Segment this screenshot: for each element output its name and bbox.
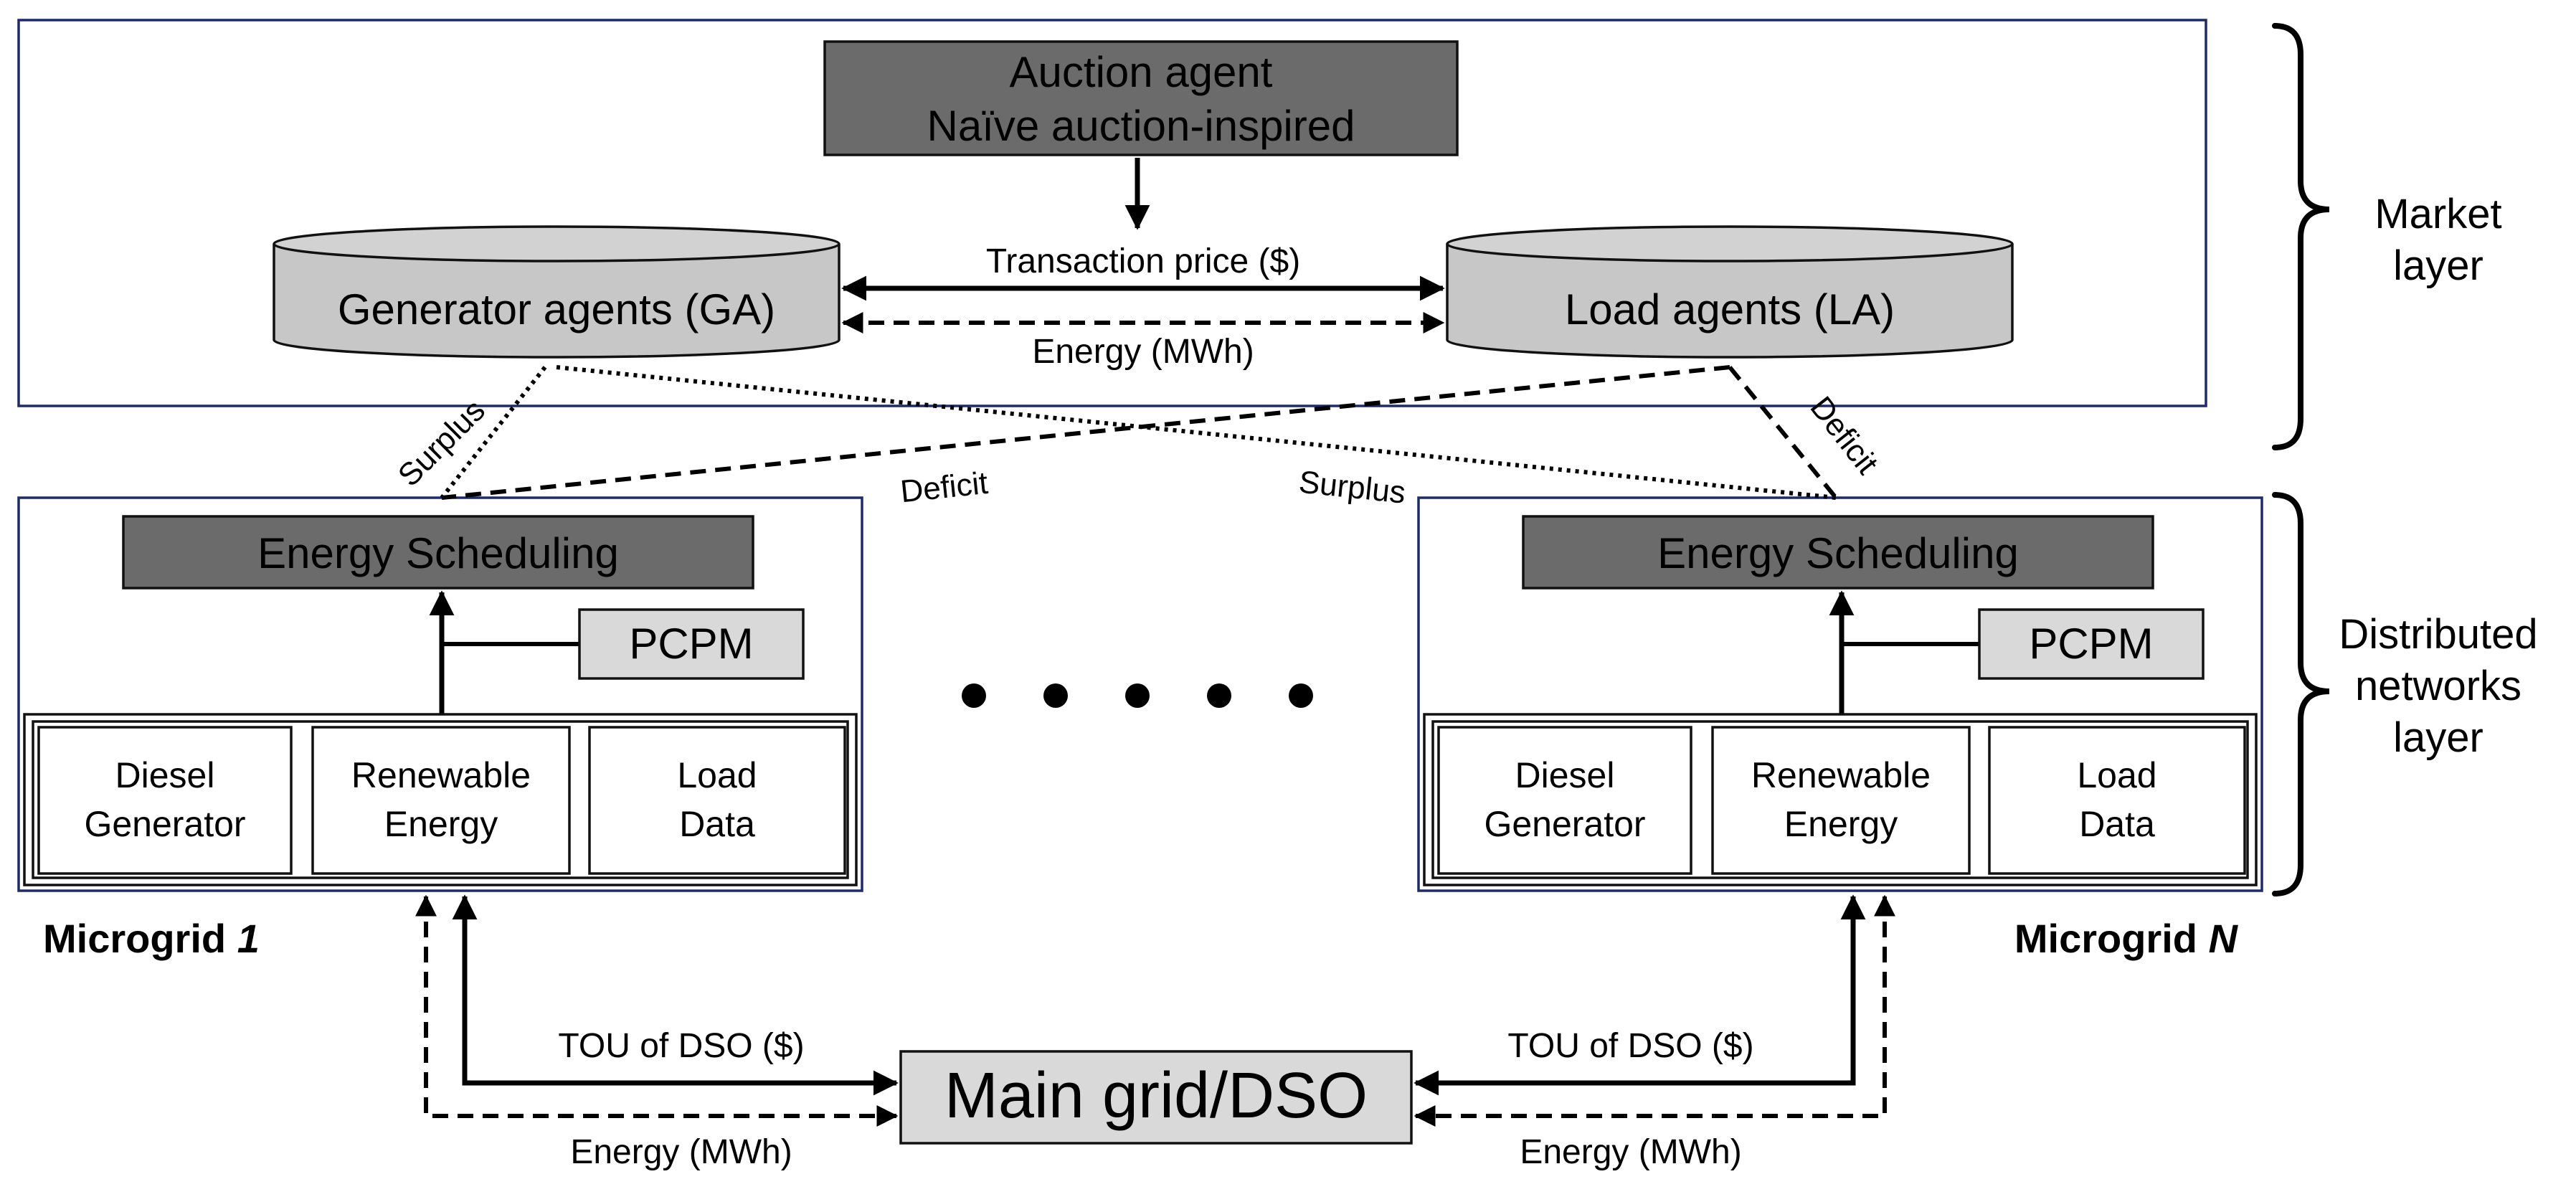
auction-agent-title: Auction agent (1010, 48, 1273, 96)
distributed-layer-label-line2: networks (2355, 663, 2521, 709)
market-layer-brace (2272, 23, 2330, 450)
module-diesel-generator-line1: Diesel (115, 755, 215, 795)
microgrid-1-label: Microgrid 1 (43, 916, 260, 961)
right-energy-arrow (1414, 894, 1895, 1127)
pcpm-label: PCPM (2029, 620, 2153, 668)
ellipsis-dot (1125, 683, 1150, 708)
energy-scheduling-label: Energy Scheduling (257, 529, 619, 577)
module-diesel-generator (37, 726, 293, 875)
pcpm-label: PCPM (629, 620, 753, 668)
auction-agent-box: Auction agent Naïve auction-inspired (823, 40, 1459, 156)
surplus-label-right: Surplus (1297, 464, 1407, 510)
generator-agents-label: Generator agents (GA) (338, 285, 775, 333)
main-grid-box: Main grid/DSO (899, 1050, 1413, 1145)
deficit-label-right: Deficit (1803, 390, 1885, 481)
microgrid-n-label: Microgrid N (2014, 916, 2239, 961)
generator-agents-db: Generator agents (GA) (273, 225, 840, 359)
right-energy-label: Energy (MWh) (1520, 1133, 1741, 1171)
energy-scheduling-label: Energy Scheduling (1657, 529, 2019, 577)
transaction-price-label: Transaction price ($) (986, 242, 1300, 280)
module-diesel-generator-line2: Generator (84, 804, 245, 844)
right-tou-label: TOU of DSO ($) (1507, 1027, 1753, 1065)
deficit-line-cross (441, 365, 1730, 500)
distributed-layer-label-line3: layer (2393, 714, 2483, 761)
module-renewable-energy-line2: Energy (1784, 804, 1898, 844)
module-load-data (588, 726, 846, 875)
surplus-line-left (440, 366, 547, 499)
distributed-layer-brace (2272, 492, 2330, 896)
module-diesel-generator (1437, 726, 1692, 875)
module-renewable-energy-line1: Renewable (1751, 755, 1931, 795)
pcpm-box (1978, 608, 2205, 680)
module-renewable-energy (311, 726, 571, 875)
ellipsis-dot (962, 683, 986, 708)
module-renewable-energy-line2: Energy (384, 804, 498, 844)
module-load-data (1988, 726, 2246, 875)
energy-scheduling-box (1522, 515, 2154, 590)
pcpm-box (578, 608, 805, 680)
microgrid-n-frame (1417, 496, 2263, 892)
microgrid-1: Energy Scheduling PCPM Diesel Generator … (23, 515, 858, 886)
deficit-line-right (1728, 366, 1838, 499)
microgrid-1-frame (17, 496, 863, 892)
microgrid-n: Energy Scheduling PCPM Diesel Generator … (1423, 515, 2258, 886)
module-load-data-line2: Data (679, 804, 755, 844)
market-energy-label: Energy (MWh) (1032, 333, 1254, 371)
main-grid-label: Main grid/DSO (944, 1060, 1368, 1132)
energy-scheduling-box (122, 515, 754, 590)
ellipsis-dot (1289, 683, 1313, 708)
module-load-data-line2: Data (2079, 804, 2155, 844)
ellipsis-dot (1043, 683, 1068, 708)
module-renewable-energy (1711, 726, 1971, 875)
module-load-data-line1: Load (677, 755, 757, 795)
market-layer-label-line2: layer (2393, 242, 2483, 289)
left-energy-label: Energy (MWh) (570, 1133, 792, 1171)
market-layer-label-line1: Market (2374, 191, 2501, 237)
module-load-data-line1: Load (2077, 755, 2156, 795)
load-agents-label: Load agents (LA) (1565, 285, 1895, 333)
module-diesel-generator-line2: Generator (1484, 804, 1645, 844)
surplus-label-left: Surplus (392, 393, 492, 493)
load-agents-db: Load agents (LA) (1446, 225, 2014, 359)
market-layer-frame (17, 19, 2207, 407)
left-energy-arrow (415, 894, 899, 1127)
surplus-line-cross (556, 365, 1837, 500)
ellipsis-dot (1207, 683, 1231, 708)
module-diesel-generator-line1: Diesel (1515, 755, 1615, 795)
distributed-layer-label-line1: Distributed (2339, 611, 2537, 658)
auction-agent-subtitle: Naïve auction-inspired (927, 102, 1355, 150)
left-tou-label: TOU of DSO ($) (558, 1027, 804, 1065)
ellipsis-dots (962, 683, 1313, 708)
module-renewable-energy-line1: Renewable (351, 755, 531, 795)
deficit-label-left: Deficit (899, 465, 990, 510)
